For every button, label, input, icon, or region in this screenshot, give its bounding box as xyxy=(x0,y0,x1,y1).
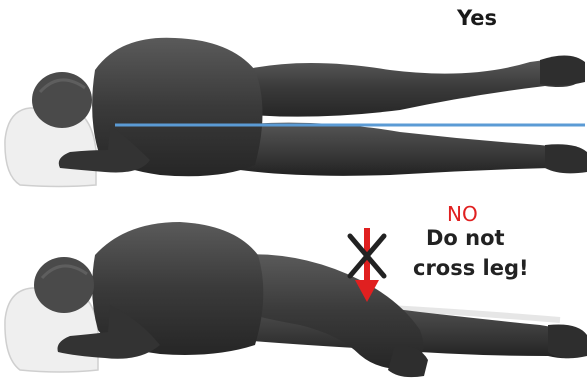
yes-label: Yes xyxy=(457,6,497,30)
good-posture-figure xyxy=(5,38,587,187)
bottom-foot-lower xyxy=(548,324,587,358)
no-label: NO xyxy=(447,202,478,226)
top-foot-lower xyxy=(545,144,587,173)
warning-line-1: Do not xyxy=(426,226,505,250)
top-leg-upper xyxy=(235,58,583,117)
warning-line-2: cross leg! xyxy=(413,256,529,280)
top-leg-lower xyxy=(230,123,583,176)
top-foot-upper xyxy=(540,55,585,85)
